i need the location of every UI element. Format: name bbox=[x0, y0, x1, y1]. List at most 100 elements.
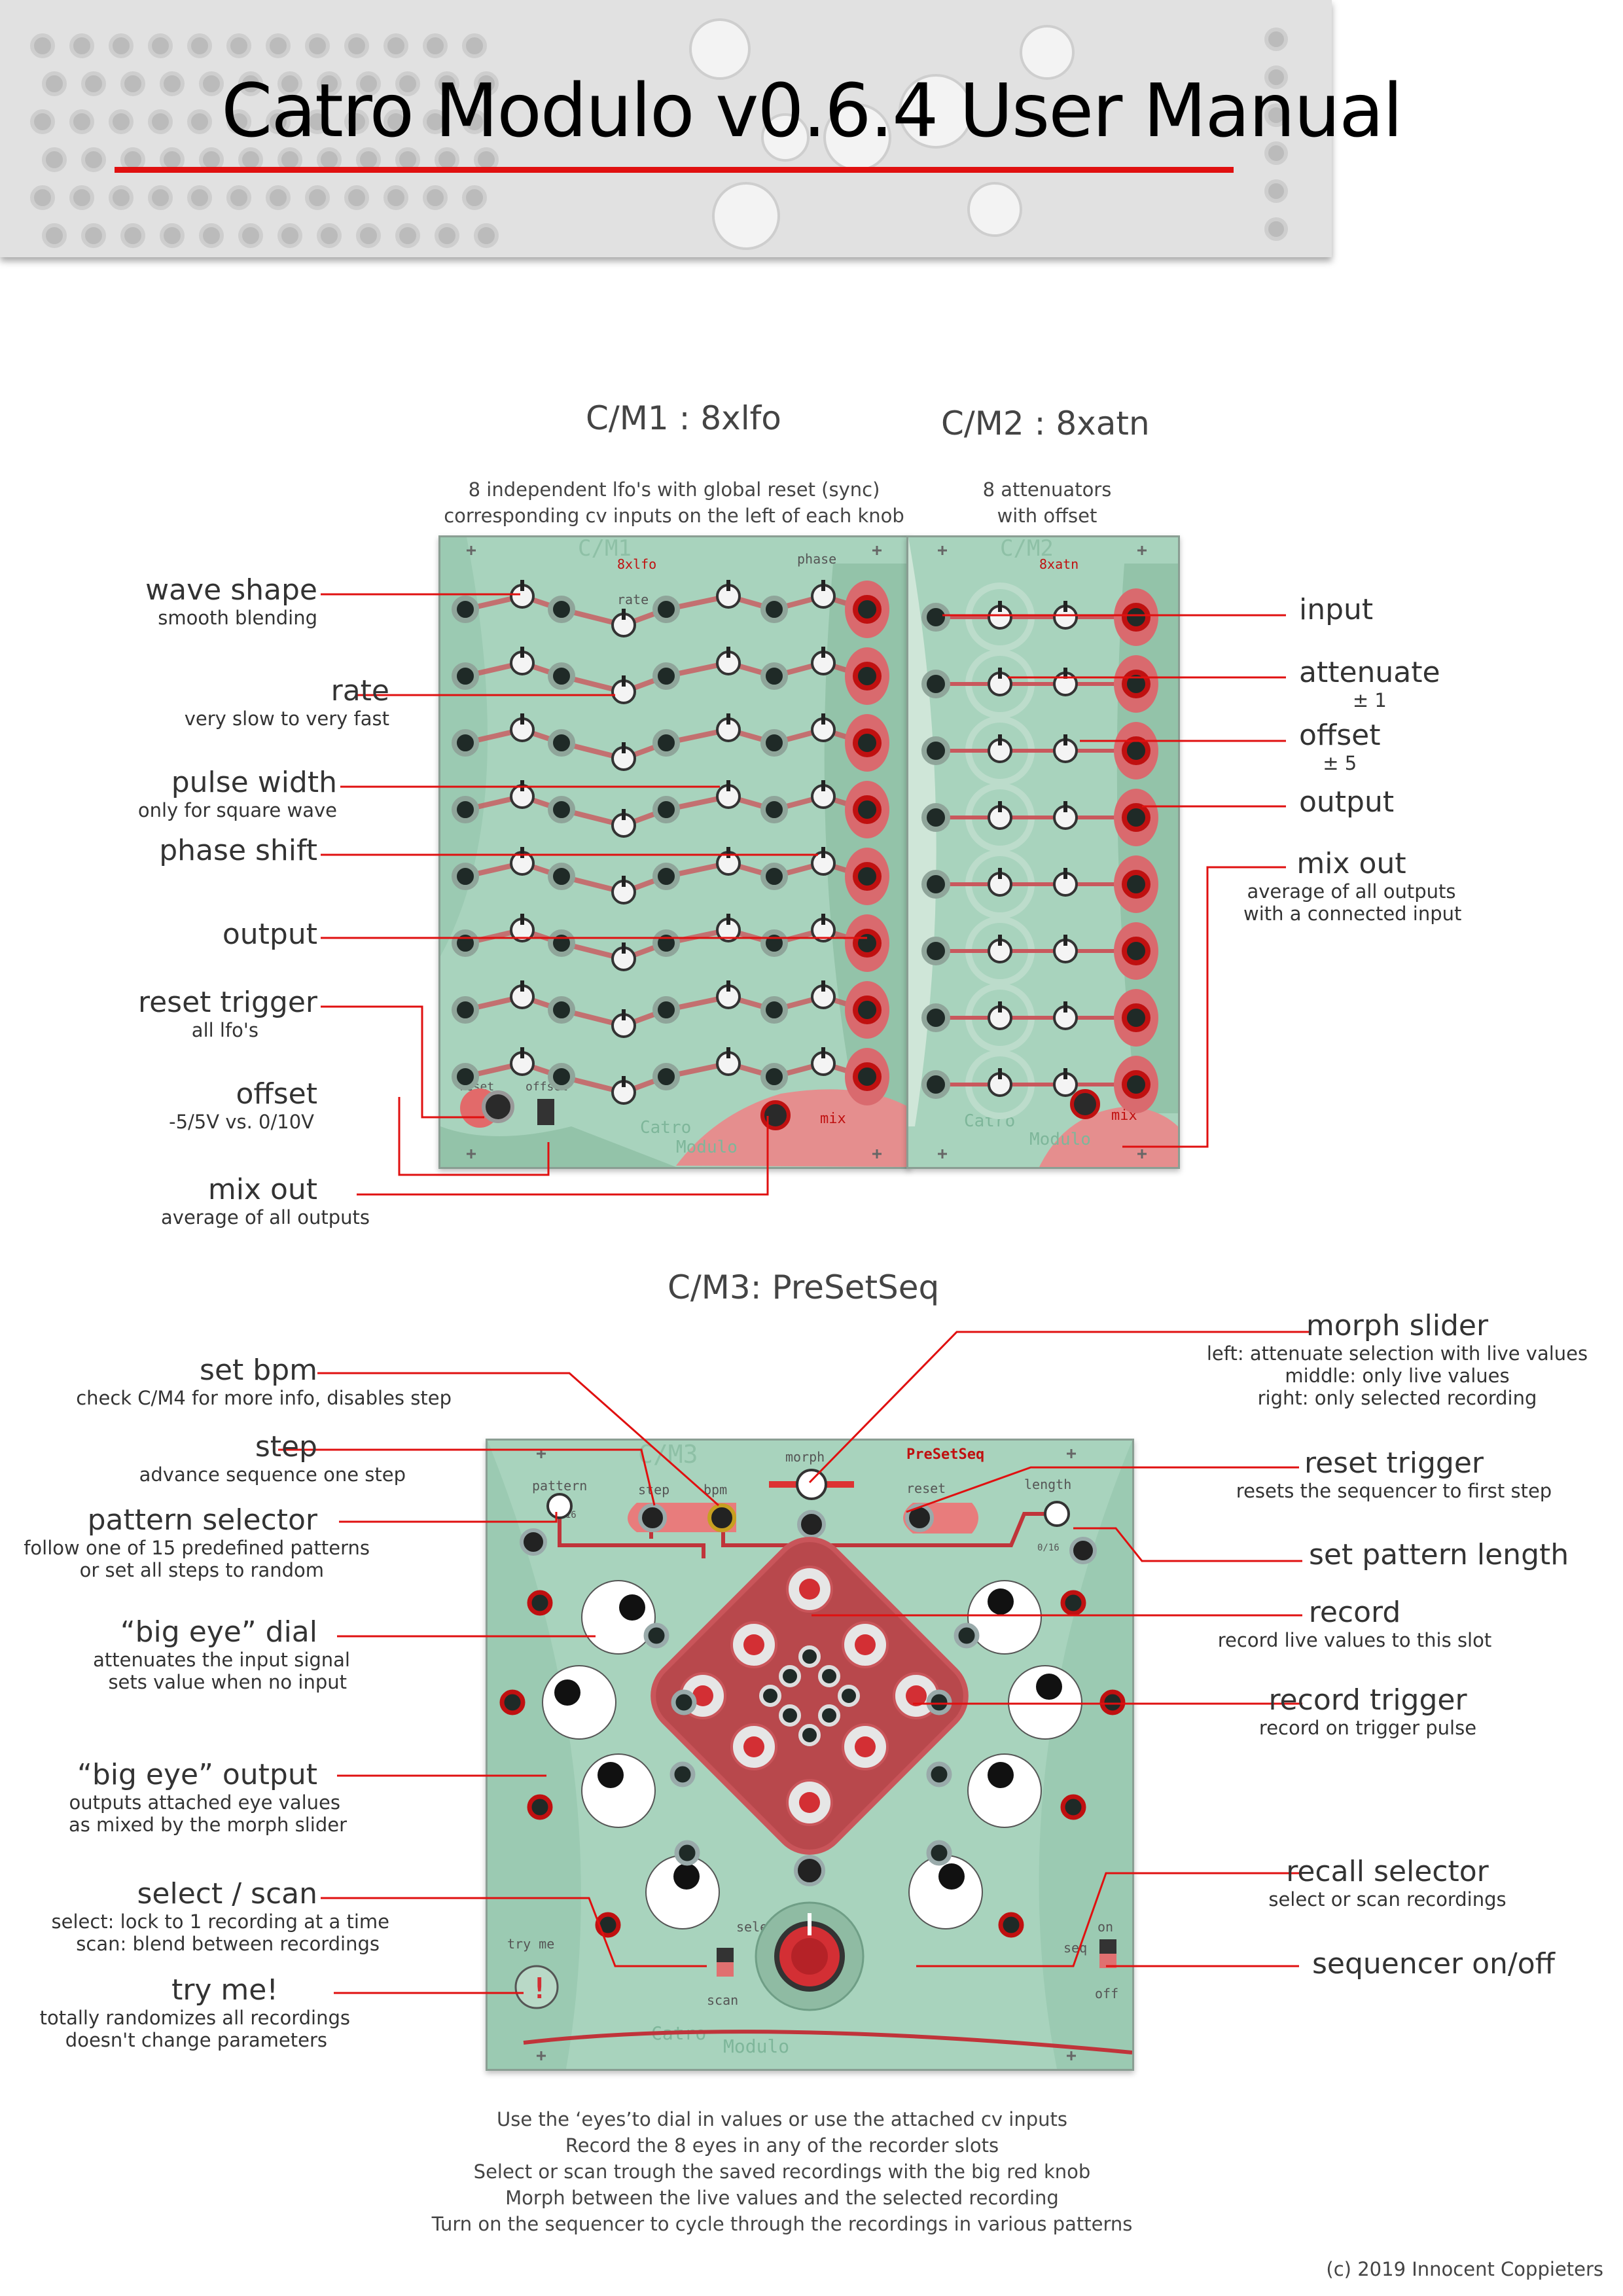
cm3-big-eye-output-jack[interactable] bbox=[1060, 1794, 1086, 1820]
cm2-input-jack[interactable] bbox=[921, 736, 950, 765]
cm1-cv-jack[interactable] bbox=[652, 1063, 680, 1090]
cm1-cv-jack[interactable] bbox=[548, 863, 575, 890]
cm2-output-jack[interactable] bbox=[1122, 937, 1150, 965]
cm3-recall-cv-jack[interactable] bbox=[794, 1855, 825, 1886]
cm3-big-eye-output-jack[interactable] bbox=[595, 1912, 621, 1938]
cm3-morph-cv-jack[interactable] bbox=[797, 1510, 826, 1539]
cm3-step-jack[interactable] bbox=[638, 1503, 667, 1532]
cm1-output-jack[interactable] bbox=[853, 929, 882, 958]
cm1-cv-jack[interactable] bbox=[452, 929, 479, 957]
cm3-big-eye-dial[interactable] bbox=[967, 1753, 1042, 1828]
cm1-cv-jack[interactable] bbox=[452, 596, 479, 623]
cm3-record-trigger-jack[interactable] bbox=[779, 1665, 801, 1687]
cm3-record-trigger-jack[interactable] bbox=[798, 1724, 821, 1746]
cm3-big-eye-cv-jack[interactable] bbox=[669, 1761, 696, 1787]
cm1-cv-jack[interactable] bbox=[760, 662, 788, 690]
cm3-big-eye-dial[interactable] bbox=[581, 1580, 656, 1655]
cm3-big-eye-cv-jack[interactable] bbox=[671, 1689, 697, 1715]
cm1-cv-jack[interactable] bbox=[760, 596, 788, 623]
cm3-big-eye-output-jack[interactable] bbox=[998, 1912, 1024, 1938]
cm1-cv-jack[interactable] bbox=[452, 796, 479, 823]
cm3-big-eye-cv-jack[interactable] bbox=[926, 1689, 952, 1715]
cm3-big-eye-cv-jack[interactable] bbox=[954, 1623, 980, 1649]
cm3-bpm-jack[interactable] bbox=[707, 1503, 736, 1532]
cm1-mix-out-jack[interactable] bbox=[760, 1100, 791, 1130]
cm3-big-eye-output-jack[interactable] bbox=[1099, 1689, 1126, 1715]
cm3-record-trigger-jack[interactable] bbox=[818, 1704, 840, 1727]
cm2-output-jack[interactable] bbox=[1122, 670, 1150, 698]
cm3-big-eye-output-jack[interactable] bbox=[499, 1689, 526, 1715]
cm1-cv-jack[interactable] bbox=[760, 1063, 788, 1090]
cm1-panel-name: C/M1 bbox=[578, 537, 632, 562]
cm3-big-eye-output-jack[interactable] bbox=[527, 1794, 553, 1820]
cm1-cv-jack[interactable] bbox=[652, 796, 680, 823]
cm3-length-cv-jack[interactable] bbox=[1069, 1537, 1097, 1564]
cm3-big-eye-output-jack[interactable] bbox=[1060, 1590, 1086, 1616]
cm3-record-trigger-jack[interactable] bbox=[779, 1704, 801, 1727]
cm1-cv-jack[interactable] bbox=[652, 729, 680, 757]
cm1-cv-jack[interactable] bbox=[652, 662, 680, 690]
cm3-big-eye-dial[interactable] bbox=[967, 1580, 1042, 1655]
cm1-cv-jack[interactable] bbox=[652, 596, 680, 623]
cm1-cv-jack[interactable] bbox=[652, 996, 680, 1024]
cm1-cv-jack[interactable] bbox=[548, 1063, 575, 1090]
cm3-pattern-cv-jack[interactable] bbox=[520, 1528, 547, 1556]
cm3-big-eye-dial[interactable] bbox=[542, 1665, 616, 1740]
cm2-mix-out-jack[interactable] bbox=[1070, 1089, 1100, 1119]
cm1-cv-jack[interactable] bbox=[760, 796, 788, 823]
cm1-cv-jack[interactable] bbox=[452, 662, 479, 690]
cm3-record-trigger-jack[interactable] bbox=[798, 1645, 821, 1668]
cm1-cv-jack[interactable] bbox=[760, 729, 788, 757]
cm1-cv-jack[interactable] bbox=[652, 863, 680, 890]
cm1-cv-jack[interactable] bbox=[548, 929, 575, 957]
cm2-output-jack[interactable] bbox=[1122, 736, 1150, 765]
cm1-cv-jack[interactable] bbox=[452, 863, 479, 890]
cm1-output-jack[interactable] bbox=[853, 728, 882, 757]
cm2-output-jack[interactable] bbox=[1122, 1003, 1150, 1032]
cm1-cv-jack[interactable] bbox=[452, 1063, 479, 1090]
cm3-record-trigger-jack[interactable] bbox=[759, 1685, 781, 1707]
cm3-big-eye-cv-jack[interactable] bbox=[674, 1840, 700, 1866]
cm1-cv-jack[interactable] bbox=[548, 662, 575, 690]
cm2-output-jack[interactable] bbox=[1122, 803, 1150, 832]
cm3-record-trigger-jack[interactable] bbox=[838, 1685, 860, 1707]
cm2-output-jack[interactable] bbox=[1122, 870, 1150, 899]
cm2-input-jack[interactable] bbox=[921, 1003, 950, 1032]
cm1-cv-jack[interactable] bbox=[548, 729, 575, 757]
cm3-big-eye-output-jack[interactable] bbox=[527, 1590, 553, 1616]
cm2-input-jack[interactable] bbox=[921, 937, 950, 965]
cm1-output-jack[interactable] bbox=[853, 1062, 882, 1091]
cm2-input-jack[interactable] bbox=[921, 603, 950, 632]
cm1-cv-jack[interactable] bbox=[548, 996, 575, 1024]
cm1-cv-jack[interactable] bbox=[548, 796, 575, 823]
cm1-cv-jack[interactable] bbox=[760, 863, 788, 890]
cm3-big-eye-cv-jack[interactable] bbox=[643, 1623, 669, 1649]
cm1-output-jack[interactable] bbox=[853, 795, 882, 824]
cm1-offset-switch[interactable] bbox=[537, 1099, 554, 1125]
cm2-output-jack[interactable] bbox=[1122, 603, 1150, 632]
cm1-cv-jack[interactable] bbox=[452, 729, 479, 757]
cm1-output-jack[interactable] bbox=[853, 662, 882, 691]
cm1-cv-jack[interactable] bbox=[760, 929, 788, 957]
cm1-cv-jack[interactable] bbox=[452, 996, 479, 1024]
cm1-output-jack[interactable] bbox=[853, 996, 882, 1024]
cm3-reset-jack[interactable] bbox=[905, 1503, 934, 1532]
cm2-input-jack[interactable] bbox=[921, 670, 950, 698]
cm1-cv-jack[interactable] bbox=[652, 929, 680, 957]
cm2-input-jack[interactable] bbox=[921, 803, 950, 832]
cm1-output-jack[interactable] bbox=[853, 862, 882, 891]
cm2-output-jack[interactable] bbox=[1122, 1070, 1150, 1099]
cm3-pattern-knob[interactable] bbox=[546, 1493, 573, 1519]
cm1-output-jack[interactable] bbox=[853, 595, 882, 624]
cm3-big-eye-cv-jack[interactable] bbox=[926, 1761, 952, 1787]
cm2-input-jack[interactable] bbox=[921, 1070, 950, 1099]
cm1-reset-trigger-jack[interactable] bbox=[482, 1090, 514, 1123]
cm3-length-knob[interactable] bbox=[1044, 1501, 1070, 1527]
cm1-cv-jack[interactable] bbox=[760, 996, 788, 1024]
cm3-record-trigger-jack[interactable] bbox=[818, 1665, 840, 1687]
cm2-input-jack[interactable] bbox=[921, 870, 950, 899]
cm3-big-eye-cv-jack[interactable] bbox=[926, 1840, 952, 1866]
cm3-big-eye-dial[interactable] bbox=[1008, 1665, 1082, 1740]
cm1-cv-jack[interactable] bbox=[548, 596, 575, 623]
cm3-morph-slider[interactable] bbox=[796, 1469, 827, 1500]
